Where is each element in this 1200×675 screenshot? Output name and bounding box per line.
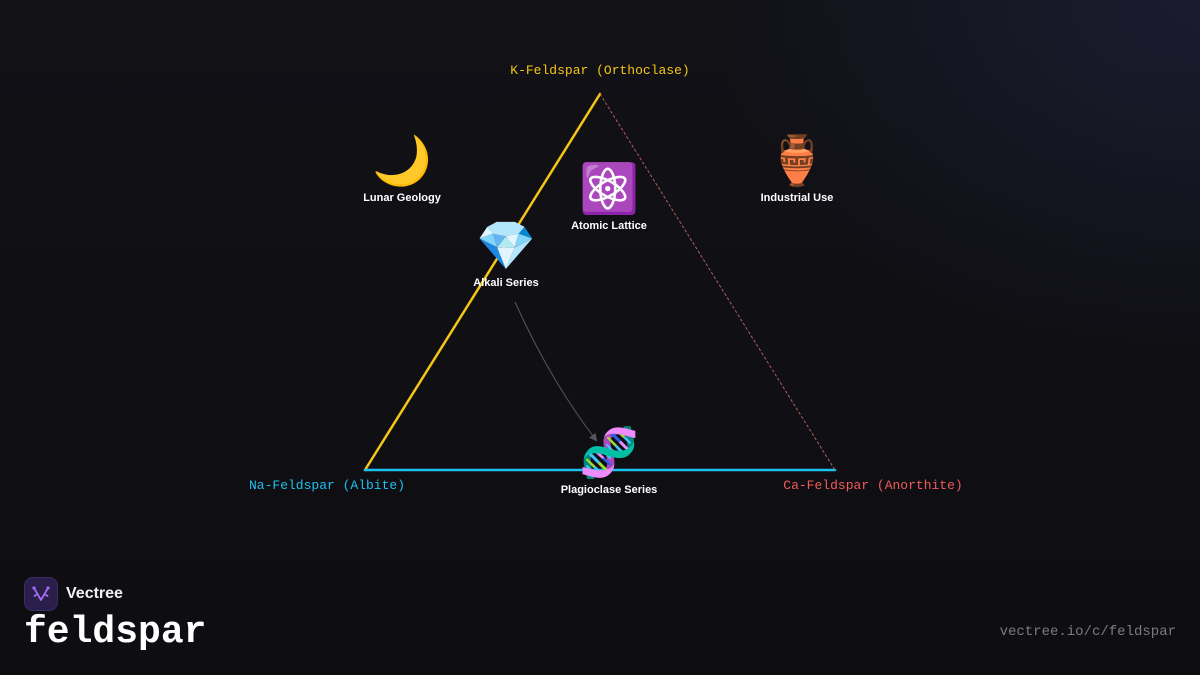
logo-tree-mark: [33, 587, 49, 601]
node-label: Alkali Series: [473, 277, 539, 289]
amphora-icon: 🏺: [767, 135, 827, 188]
node-atomic-lattice[interactable]: ⚛️ Atomic Lattice: [529, 162, 689, 232]
node-label: Lunar Geology: [363, 192, 441, 204]
node-lunar-geology[interactable]: 🌙 Lunar Geology: [322, 134, 482, 204]
logo-node-left: [32, 586, 36, 590]
vertex-label-k-feldspar: K-Feldspar (Orthoclase): [510, 63, 690, 78]
node-plagioclase-series[interactable]: 🧬 Plagioclase Series: [529, 426, 689, 496]
connector-alkali-to-plagioclase: [514, 301, 598, 442]
edge-k-ca: [599, 93, 836, 471]
node-label: Industrial Use: [760, 192, 834, 204]
vertex-label-na-feldspar: Na-Feldspar (Albite): [248, 478, 406, 493]
node-label: Atomic Lattice: [571, 220, 647, 232]
topic-url[interactable]: vectree.io/c/feldspar: [999, 624, 1176, 640]
brand-name: Vectree: [66, 585, 123, 602]
vectree-logo-icon: [24, 577, 58, 611]
edge-k-na: [363, 92, 602, 472]
brand[interactable]: Vectree: [24, 577, 123, 611]
crescent-moon-icon: 🌙: [372, 135, 432, 188]
logo-node-right: [46, 586, 50, 590]
node-label: Plagioclase Series: [560, 484, 658, 496]
dna-icon: 🧬: [579, 427, 639, 480]
atom-icon: ⚛️: [579, 163, 639, 216]
vertex-label-ca-feldspar: Ca-Feldspar (Anorthite): [783, 478, 963, 493]
node-industrial-use[interactable]: 🏺 Industrial Use: [717, 134, 877, 204]
node-alkali-series[interactable]: 💎 Alkali Series: [426, 219, 586, 289]
gem-icon: 💎: [476, 220, 536, 273]
topic-title: feldspar: [24, 611, 207, 654]
